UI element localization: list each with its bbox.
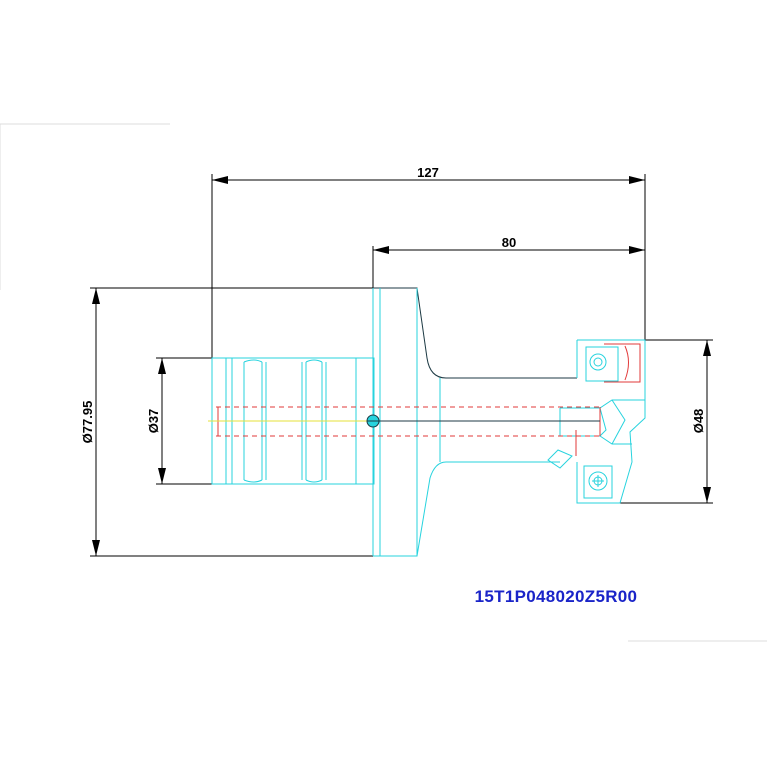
dim-80-label: 80 <box>502 235 516 250</box>
dim-48-label: Ø48 <box>691 409 706 434</box>
dimension-overall-length: 127 <box>211 165 646 360</box>
dim-37-label: Ø37 <box>146 409 161 434</box>
dimension-cutter-diameter: Ø48 <box>620 339 713 504</box>
dim-127-label: 127 <box>417 165 439 180</box>
tool-body <box>372 287 577 557</box>
part-code-label: 15T1P048020Z5R00 <box>475 587 638 606</box>
cutter-head <box>547 339 646 504</box>
hidden-lines <box>216 406 601 456</box>
dimension-flange-diameter: Ø77.95 <box>80 287 373 557</box>
dimension-head-length: 80 <box>372 235 645 290</box>
reference-marker <box>366 414 380 428</box>
dim-77-95-label: Ø77.95 <box>80 401 95 444</box>
sheet-frame <box>0 123 767 642</box>
dimension-shank-diameter: Ø37 <box>146 357 212 485</box>
